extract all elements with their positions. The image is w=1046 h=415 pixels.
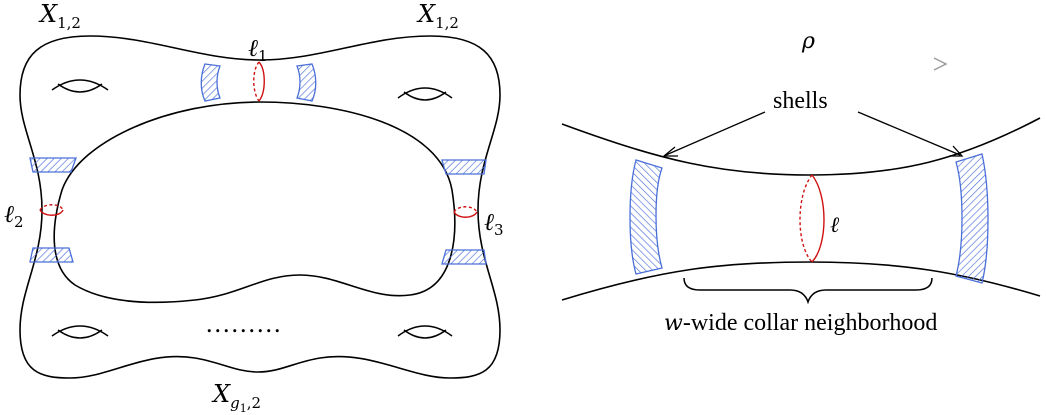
label-top-right: X1,2: [416, 0, 459, 32]
shell-right-bottom: [441, 249, 487, 265]
shell-left-top: [29, 157, 77, 173]
loop-left-back: [39, 204, 64, 211]
loop-ell-front: [811, 174, 825, 263]
shell-left-bottom: [29, 247, 74, 263]
collar-label: w-wide collar neighborhood: [664, 310, 937, 336]
shell-top-right: [296, 63, 317, 102]
shell-left: [629, 159, 663, 275]
shell-right: [955, 153, 989, 284]
collar-width-brace: [683, 277, 933, 305]
genus-hole: [51, 325, 109, 339]
label-loop-top: ℓ1: [248, 34, 268, 65]
surface-inner-boundary: [53, 101, 456, 304]
shell-top-left: [200, 63, 221, 102]
label-loop-right: ℓ3: [484, 208, 504, 239]
collar-detail: ρ shells ℓ w-wide collar neighborhood: [561, 29, 1041, 336]
shells-arrow-left: [665, 111, 766, 156]
loop-right-front: [453, 211, 478, 218]
genus-hole: [397, 325, 453, 339]
shells-arrowhead-left: [662, 146, 678, 157]
surface-outer-boundary: [19, 35, 501, 379]
collar-upper-boundary: [561, 117, 1041, 176]
genus-hole: [397, 87, 453, 101]
ellipsis: .........: [206, 309, 283, 338]
loop-ell-label: ℓ: [830, 213, 840, 238]
collar-variable: w: [664, 311, 683, 336]
label-top-left: X1,2: [38, 0, 81, 32]
label-loop-left: ℓ2: [4, 200, 24, 231]
loop-ell-back: [799, 174, 813, 263]
collar-top: [200, 61, 317, 102]
genus-hole: [51, 79, 109, 93]
label-bottom: Xg1,2: [211, 380, 261, 415]
rho-arrowhead: [933, 57, 948, 71]
rho-label: ρ: [801, 29, 815, 54]
shell-right-top: [441, 159, 487, 175]
shells-label: shells: [773, 88, 828, 114]
genus-surface: X1,2 X1,2 Xg1,2 ℓ1 ℓ2 ℓ3 .........: [4, 0, 504, 415]
loop-right-back: [453, 206, 478, 213]
loop-top-back: [253, 61, 260, 102]
collar-right: [441, 159, 487, 265]
shells-arrow-right: [857, 111, 961, 156]
loop-left-front: [39, 209, 64, 216]
loop-top-front: [258, 61, 265, 102]
collar-left: [29, 157, 77, 263]
